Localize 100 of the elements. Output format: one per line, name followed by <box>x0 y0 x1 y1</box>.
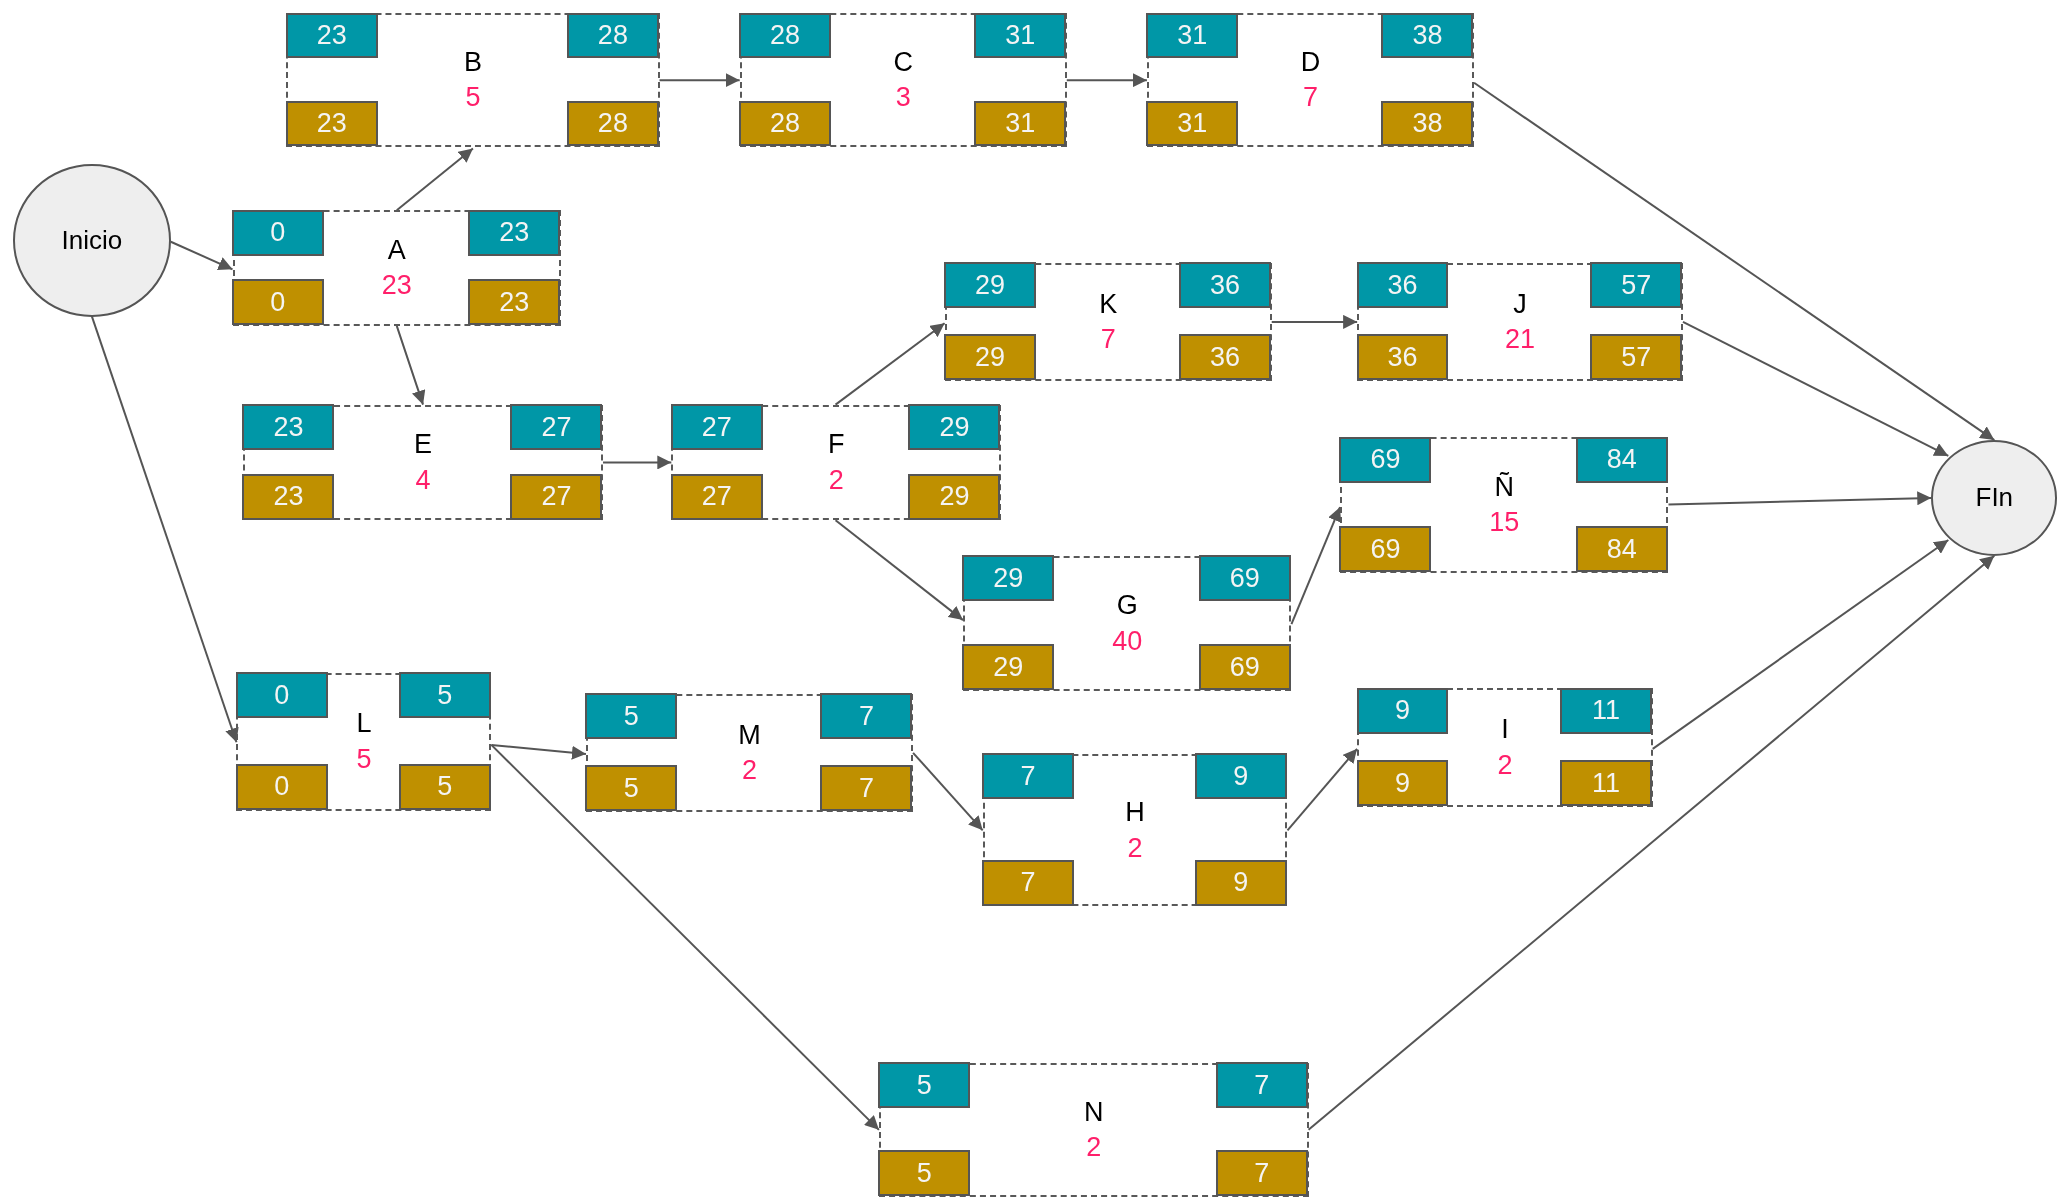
late-time-box: 11 <box>1560 760 1653 806</box>
arrow <box>834 519 964 622</box>
duration-value: 2 <box>1497 750 1513 781</box>
late-time-box: 0 <box>231 279 324 326</box>
arrow <box>1290 506 1342 626</box>
late-time-box: 69 <box>1198 644 1291 691</box>
late-time-box: 5 <box>878 1150 971 1197</box>
early-time-box: 36 <box>1356 262 1449 309</box>
duration-value: 7 <box>1100 325 1116 355</box>
early-time-box: 9 <box>1194 753 1287 800</box>
late-time-box: 9 <box>1356 760 1449 806</box>
early-time-box: 11 <box>1560 687 1653 734</box>
late-time-box: 84 <box>1575 526 1668 573</box>
late-time-box: 5 <box>398 763 491 810</box>
late-time-box: 27 <box>510 473 603 520</box>
early-time-box: 28 <box>566 12 659 59</box>
duration-value: 2 <box>828 465 844 496</box>
duration-value: 2 <box>742 756 757 786</box>
event-circle: FIn <box>1931 440 2058 556</box>
activity-box <box>878 1062 1309 1197</box>
early-time-box: 69 <box>1198 555 1291 602</box>
early-time-box: 57 <box>1590 262 1683 309</box>
arrow <box>395 324 426 406</box>
early-time-box: 27 <box>670 404 763 450</box>
early-time-box: 29 <box>962 555 1055 602</box>
arrow <box>602 455 673 470</box>
duration-value: 23 <box>381 271 412 301</box>
late-time-box: 57 <box>1590 334 1683 381</box>
late-time-box: 7 <box>820 765 913 812</box>
early-time-box: 0 <box>235 672 328 718</box>
late-time-box: 28 <box>739 100 831 147</box>
early-time-box: 29 <box>908 404 1001 450</box>
activity-box <box>1357 688 1653 807</box>
duration-value: 15 <box>1489 508 1520 539</box>
early-time-box: 7 <box>820 693 913 739</box>
early-time-box: 84 <box>1575 436 1668 483</box>
activity-box <box>982 754 1288 907</box>
activity-box <box>739 13 1067 148</box>
late-time-box: 31 <box>974 100 1067 147</box>
late-time-box: 7 <box>1215 1150 1308 1197</box>
arrow <box>395 147 474 212</box>
activity-name: C <box>893 47 913 78</box>
duration-value: 3 <box>895 83 911 114</box>
early-time-box: 7 <box>1215 1062 1308 1109</box>
arrow <box>658 73 741 88</box>
late-time-box: 36 <box>1179 334 1272 381</box>
arrow <box>1651 538 1950 750</box>
early-time-box: 29 <box>943 262 1036 309</box>
late-time-box: 38 <box>1381 100 1474 147</box>
activity-name: J <box>1513 289 1527 320</box>
early-time-box: 69 <box>1339 436 1432 483</box>
duration-value: 5 <box>465 83 481 114</box>
duration-value: 2 <box>1086 1133 1102 1163</box>
activity-box <box>585 693 914 812</box>
early-time-box: 5 <box>398 672 491 718</box>
late-time-box: 29 <box>908 473 1001 520</box>
early-time-box: 7 <box>982 753 1075 800</box>
activity-box <box>232 210 561 326</box>
late-time-box: 69 <box>1339 526 1432 573</box>
early-time-box: 27 <box>510 404 603 450</box>
activity-box <box>1340 437 1669 573</box>
early-time-box: 28 <box>739 12 831 59</box>
late-time-box: 29 <box>943 334 1036 381</box>
activity-name: H <box>1125 798 1145 828</box>
late-time-box: 23 <box>285 100 378 147</box>
early-time-box: 23 <box>285 12 378 59</box>
arrow <box>834 322 946 406</box>
duration-value: 7 <box>1302 83 1318 114</box>
activity-name: B <box>463 47 482 78</box>
activity-name: L <box>356 709 372 740</box>
early-time-box: 31 <box>1146 12 1239 59</box>
activity-name: E <box>414 430 433 460</box>
arrow <box>912 751 984 832</box>
activity-name: Ñ <box>1494 473 1514 503</box>
late-time-box: 36 <box>1356 334 1449 381</box>
activity-box <box>286 13 660 148</box>
activity-box <box>1357 262 1683 381</box>
activity-box <box>944 262 1272 381</box>
activity-box <box>243 404 603 521</box>
arrow <box>90 315 239 744</box>
arrow <box>1681 320 1950 457</box>
activity-name: K <box>1099 289 1118 320</box>
late-time-box: 5 <box>585 765 678 812</box>
early-time-box: 31 <box>974 12 1067 59</box>
early-time-box: 5 <box>585 693 678 739</box>
event-circle: Inicio <box>13 164 171 317</box>
early-time-box: 9 <box>1356 687 1449 734</box>
early-time-box: 23 <box>242 404 335 450</box>
activity-name: I <box>1501 715 1509 746</box>
activity-name: M <box>738 720 761 751</box>
arrow <box>1270 314 1359 329</box>
activity-box <box>236 672 492 811</box>
arrow <box>1667 491 1933 506</box>
early-time-box: 23 <box>468 209 561 256</box>
activity-name: G <box>1116 591 1138 621</box>
early-time-box: 0 <box>231 209 324 256</box>
activity-name: A <box>387 235 406 266</box>
activity-box <box>963 555 1292 692</box>
late-time-box: 28 <box>566 100 659 147</box>
early-time-box: 38 <box>1381 12 1474 59</box>
